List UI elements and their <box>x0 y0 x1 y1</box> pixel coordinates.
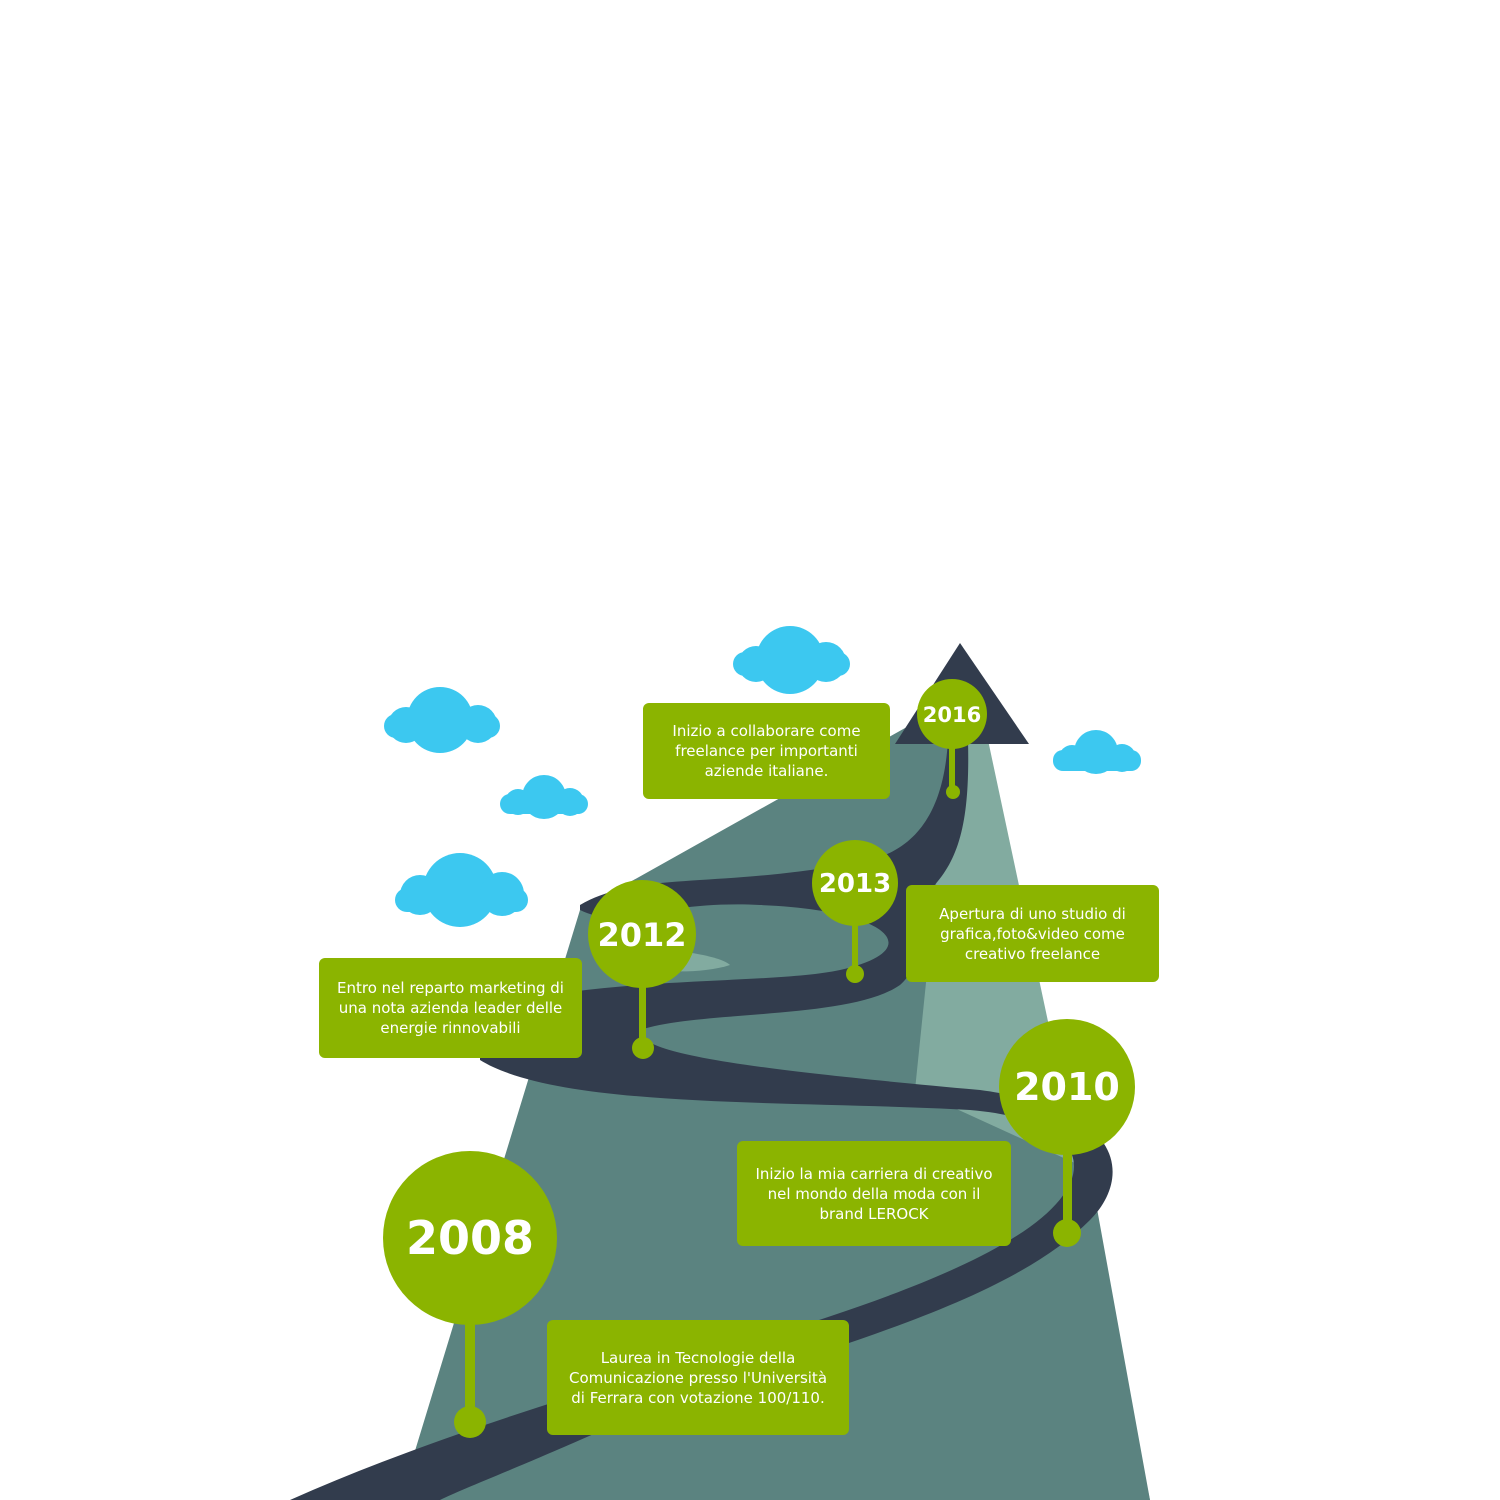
milestone-pin-2008: 2008 <box>383 1151 557 1438</box>
milestone-text-2016: Inizio a collaborare come freelance per … <box>672 722 861 780</box>
cloud-icon <box>395 853 528 927</box>
milestone-pin-2010: 2010 <box>999 1019 1135 1247</box>
milestone-year-2013: 2013 <box>819 869 891 899</box>
milestone-year-2008: 2008 <box>406 1211 534 1265</box>
milestone-description-2008: Laurea in Tecnologie della Comunicazione… <box>547 1320 849 1435</box>
cloud-icon <box>500 775 588 819</box>
milestone-description-2010: Inizio la mia carriera di creativo nel m… <box>737 1141 1011 1246</box>
milestone-description-2012: Entro nel reparto marketing di una nota … <box>319 958 582 1058</box>
milestone-pin-2013: 2013 <box>812 840 898 983</box>
milestone-pin-2012: 2012 <box>588 880 696 1059</box>
milestone-text-2008: Laurea in Tecnologie della Comunicazione… <box>568 1348 828 1407</box>
milestone-year-2012: 2012 <box>597 916 686 954</box>
milestone-description-2013: Apertura di uno studio di grafica,foto&v… <box>906 885 1159 982</box>
milestone-description-2016: Inizio a collaborare come freelance per … <box>643 703 890 799</box>
cloud-icon <box>733 626 850 694</box>
milestone-text-2013: Apertura di uno studio di grafica,foto&v… <box>939 904 1126 963</box>
milestone-text-2010: Inizio la mia carriera di creativo nel m… <box>755 1164 993 1223</box>
cloud-icon <box>384 687 500 753</box>
milestone-year-2010: 2010 <box>1014 1065 1120 1109</box>
cloud-icon <box>1053 730 1141 774</box>
milestone-text-2012: Entro nel reparto marketing di una nota … <box>337 979 564 1037</box>
milestone-year-2016: 2016 <box>923 703 981 727</box>
milestone-pin-2016: 2016 <box>917 679 987 799</box>
